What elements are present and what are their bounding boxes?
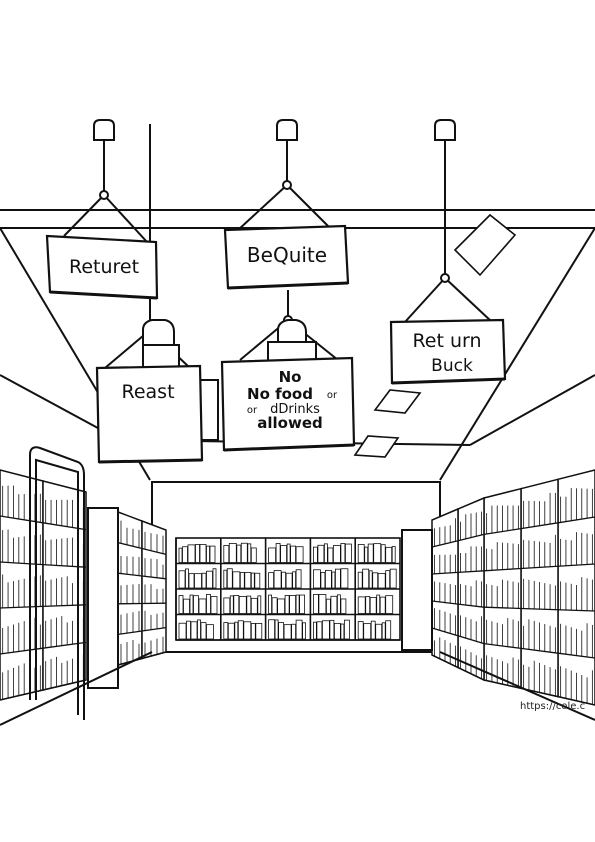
sign-nofood-line2: No food xyxy=(247,385,313,403)
sign-nofood-line2-or: or xyxy=(327,390,338,401)
floor xyxy=(0,651,595,726)
pillars xyxy=(87,507,433,689)
sign-nofood-line3: dDrinks xyxy=(270,402,320,417)
railing-arch xyxy=(29,446,85,720)
watermark-text: https://cole.c xyxy=(520,701,585,712)
sign-nofood-line1: No xyxy=(279,368,302,386)
sign-return-line2: Buck xyxy=(431,356,473,376)
sign-return-line1: Ret urn xyxy=(412,330,481,352)
sign-bequite: BeQuite xyxy=(223,180,350,290)
sign-returet: Returet xyxy=(45,190,159,300)
back-bookshelf xyxy=(175,537,401,641)
sign-return-buck: Ret urn Buck xyxy=(389,273,507,385)
sign-reast-text: Reast xyxy=(121,381,174,403)
sign-returet-text: Returet xyxy=(69,256,139,278)
sign-no-food: No No food or or dDrinks allowed xyxy=(220,315,356,452)
sign-bequite-text: BeQuite xyxy=(247,243,327,267)
right-bookshelves xyxy=(431,469,595,706)
sign-reast: Reast xyxy=(95,319,219,464)
ceiling-light-panels xyxy=(353,213,517,458)
sign-nofood-line4: allowed xyxy=(257,414,322,432)
sign-nofood-line3-or: or xyxy=(247,405,258,416)
